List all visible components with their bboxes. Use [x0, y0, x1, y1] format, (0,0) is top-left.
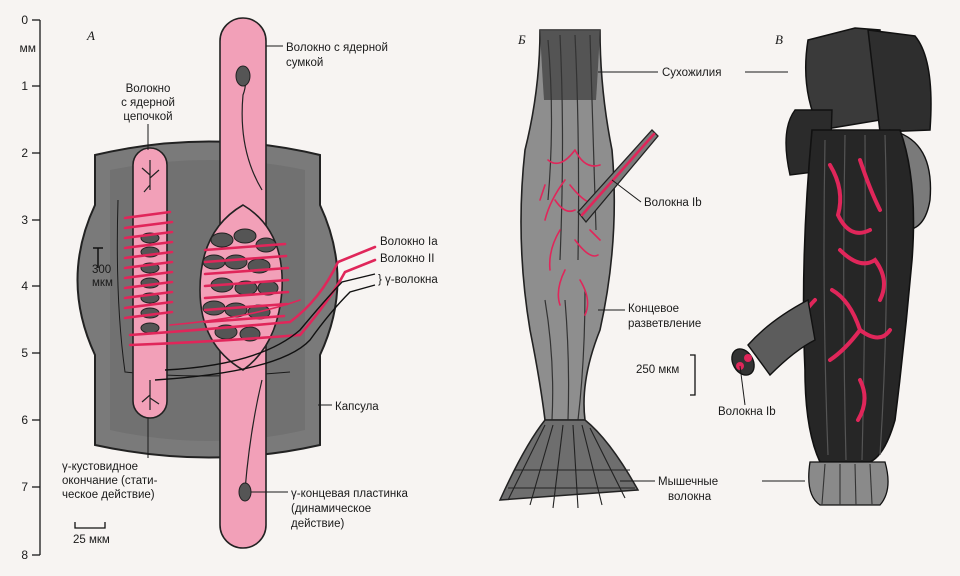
label-gamma-trail-3: ческое действие) — [62, 489, 155, 501]
mm-scale: 0 мм 1 2 3 4 5 6 7 8 — [20, 13, 41, 562]
scale-bar-300: 300 мкм — [92, 247, 113, 289]
tendon-organ — [498, 29, 659, 509]
label-nuclear-bag-2: сумкой — [286, 57, 323, 69]
label-250-um: 250 мкм — [636, 364, 679, 376]
panel-a-labels: Волокно с ядерной сумкой Волокно с ядерн… — [62, 42, 438, 546]
scale-tick-8: 8 — [21, 548, 28, 562]
label-tendons: Сухожилия — [662, 67, 721, 79]
label-fibers-ib-b: Волокна Ib — [644, 197, 702, 209]
label-terminal-branching-1: Концевое — [628, 303, 679, 315]
label-nuclear-chain-2: с ядерной — [121, 97, 175, 109]
label-gamma-plate-1: γ-концевая пластинка — [291, 488, 409, 500]
label-muscle-fibers-2: волокна — [668, 491, 712, 503]
scale-unit: мм — [20, 41, 37, 55]
label-300-value: 300 — [92, 264, 111, 276]
panel-a-spindle — [76, 17, 377, 549]
panel-c-letter: В — [775, 32, 783, 47]
scale-tick-3: 3 — [21, 213, 28, 227]
label-muscle-fibers-1: Мышечные — [658, 476, 718, 488]
label-nuclear-bag-1: Волокно с ядерной — [286, 42, 388, 54]
label-300-unit: мкм — [92, 277, 113, 289]
scale-tick-4: 4 — [21, 279, 28, 293]
tendon-organ-detail — [731, 27, 932, 506]
label-nuclear-chain-3: цепочкой — [123, 111, 172, 123]
scale-tick-7: 7 — [21, 480, 28, 494]
label-capsule: Капсула — [335, 401, 379, 413]
label-fibers-ib-c: Волокна Ib — [718, 406, 776, 418]
scale-tick-1: 1 — [21, 79, 28, 93]
label-25-um: 25 мкм — [73, 534, 110, 546]
scale-tick-6: 6 — [21, 413, 28, 427]
panel-b-letter: Б — [517, 32, 526, 47]
panel-c-labels: 250 мкм Волокна Ib — [636, 354, 776, 418]
scale-tick-5: 5 — [21, 346, 28, 360]
scale-tick-2: 2 — [21, 146, 28, 160]
label-fiber-ia: Волокно Ia — [380, 236, 438, 248]
label-gamma-plate-2: (динамическое — [291, 503, 371, 515]
label-gamma-trail-1: γ-кустовидное — [62, 461, 138, 473]
scale-tick-0: 0 — [21, 13, 28, 27]
label-terminal-branching-2: разветвление — [628, 318, 701, 330]
panel-b-labels: Сухожилия Волокна Ib Концевое разветвлен… — [598, 67, 805, 503]
label-gamma-fibers: } γ-волокна — [378, 274, 438, 286]
label-gamma-plate-3: действие) — [291, 518, 344, 530]
label-nuclear-chain-1: Волокно — [126, 83, 171, 95]
scale-bar-25: 25 мкм — [73, 522, 110, 546]
label-fiber-ii: Волокно II — [380, 253, 434, 265]
panel-a-letter: А — [86, 28, 95, 43]
label-gamma-trail-2: окончание (стати- — [62, 475, 158, 487]
